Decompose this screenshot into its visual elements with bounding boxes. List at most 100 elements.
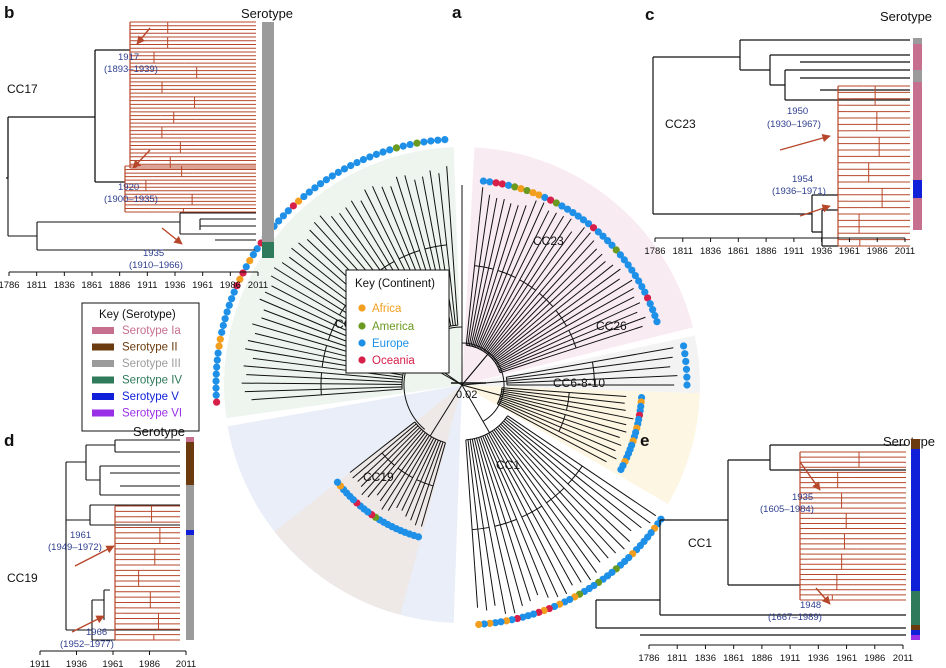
radial-branch [461,384,501,396]
tip-dot [486,619,494,627]
radial-branch [409,433,428,460]
tip-dot [253,245,261,253]
radial-branch [580,402,626,411]
axis-tick-label: 1961 [839,246,860,257]
radial-arc [546,487,565,504]
radial-branch [632,356,673,363]
tip-dot [212,377,220,385]
radial-branch [247,339,317,356]
tip-dot [386,146,394,154]
radial-branch [420,489,433,527]
radial-branch [407,438,437,498]
tip-dot [612,246,620,254]
tip-dot [284,207,292,215]
tip-dot [628,266,636,274]
radial-branch [438,173,451,272]
panel-b-arrow-3-icon [161,227,183,245]
tip-dot [635,277,643,285]
radial-arc [381,452,395,466]
radial-branch [543,474,617,554]
tip-dot [475,620,483,629]
tip-dot [294,197,303,205]
radial-branch [449,208,459,326]
radial-branch [578,417,627,433]
tip-dot [399,142,407,150]
tip-dot [223,308,231,316]
tip-dot [334,168,342,176]
radial-branch [507,415,599,478]
tip-dot [646,300,654,308]
tip-dot [212,391,220,399]
tip-dot [504,181,513,189]
panel-e-sero-bar-5 [911,630,920,635]
radial-branch [413,435,430,460]
panel-a-circular-tree: a CC17 CC23 CC26 CC6-8-10 CC19 CC1 0.02 … [212,3,700,629]
radial-arc [567,465,583,485]
radial-branch [376,472,395,496]
radial-branch [271,285,315,309]
radial-arc [465,415,509,441]
tip-dot [213,356,221,364]
radial-arc [327,319,338,341]
radial-branch [349,440,391,473]
radial-branch [545,260,606,313]
tip-dot [249,251,257,259]
radial-branch [501,392,567,407]
axis-tick-label: 1936 [808,653,829,664]
panel-e-sero-bar-1 [911,439,920,449]
radial-branch [600,525,625,550]
panel-d-sero-bar-5 [186,535,194,640]
radial-branch [488,205,519,299]
radial-branch [495,428,544,490]
tree-label-cc1: CC1 [496,458,520,472]
panel-b-clade-label: CC17 [7,82,38,96]
radial-branch [493,296,573,361]
tip-dot [392,144,401,152]
radial-branch [531,500,582,583]
panel-c-ann-1-year: 1950 [787,106,808,117]
tip-dot [681,350,689,358]
radial-branch [431,442,446,490]
radial-branch [360,474,374,487]
panel-e-sero-bar-2 [911,449,920,591]
tip-dot [535,191,543,199]
radial-branch [583,424,620,438]
tip-dot [305,188,313,196]
serotype-key-item: Serotype VI [122,408,182,420]
radial-branch [490,431,533,502]
radial-branch [511,485,568,595]
radial-branch [518,200,537,245]
radial-branch [566,405,634,420]
radial-branch [486,203,512,292]
radial-branch [496,336,549,366]
serotype-key-item: Serotype Ia [122,325,181,337]
radial-branch [499,340,581,372]
radial-branch [503,420,563,473]
serotype-swatch [92,393,114,400]
radial-branch [497,308,611,368]
radial-branch [345,207,364,236]
panel-b-serotype-iii-bar [262,22,274,242]
radial-branch [565,423,622,446]
axis-tick-label: 1836 [695,653,716,664]
radial-branch [512,202,545,273]
axis-tick-label: 1786 [644,246,665,257]
panel-d-ann-2-range: (1952–1977) [60,639,114,650]
radial-branch [404,175,423,239]
clade-wedge [274,385,462,615]
radial-branch [471,438,489,524]
radial-branch [501,387,592,395]
panel-d-red-tips [114,505,180,641]
radial-branch [461,384,490,433]
tip-dot [441,135,449,144]
scale-bar-label: 0.02 [456,389,477,401]
radial-branch [538,279,633,338]
radial-branch [252,357,345,371]
radial-arc [424,244,447,250]
radial-branch [424,439,439,473]
panel-c-sero-bar-5 [913,180,922,198]
radial-branch [498,334,571,369]
radial-branch [514,515,549,598]
